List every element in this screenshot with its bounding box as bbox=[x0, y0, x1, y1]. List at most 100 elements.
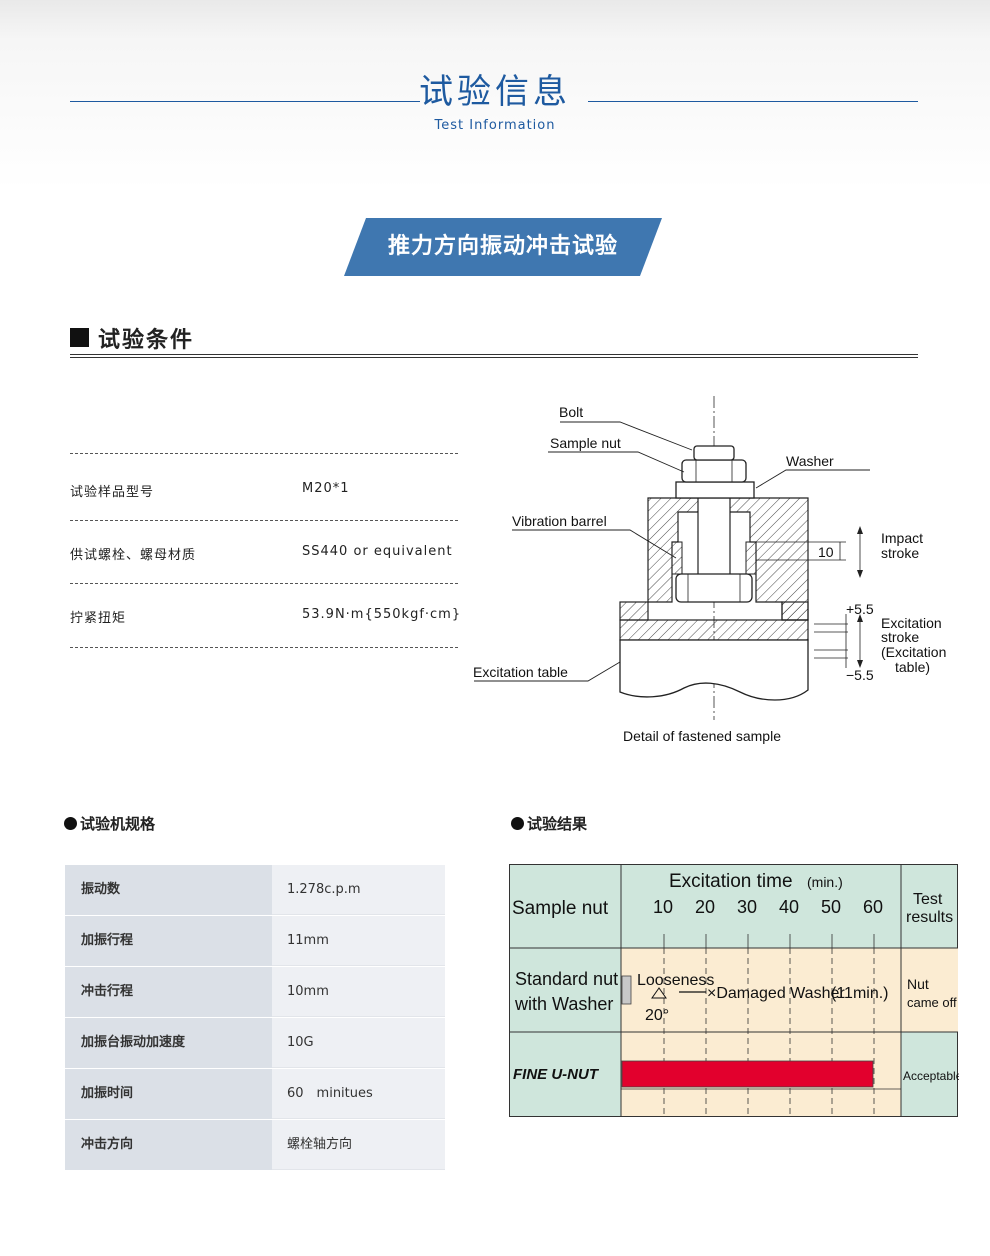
results-drawing: Sample nut Excitation time (min.) Test r… bbox=[509, 864, 963, 1117]
table-row: 加振台振动加速度 10G bbox=[65, 1018, 445, 1069]
spec-label: 振动数 bbox=[65, 865, 272, 915]
table-row: 冲击行程 10mm bbox=[65, 967, 445, 1018]
label-bolt: Bolt bbox=[559, 404, 583, 420]
row1-result-bg bbox=[901, 948, 958, 1032]
sample-nut-shape bbox=[681, 459, 747, 483]
row1-result-1: Nut bbox=[907, 976, 929, 992]
spec-value: 10G bbox=[272, 1018, 445, 1068]
label-plus: +5.5 bbox=[846, 601, 874, 617]
row2-name: FINE U-NUT bbox=[513, 1066, 600, 1083]
label-excitation-table: Excitation table bbox=[473, 664, 568, 680]
square-icon bbox=[70, 328, 89, 347]
conditions-divider bbox=[70, 453, 458, 454]
tick-label: 40 bbox=[779, 897, 799, 917]
label-impact-value: 10 bbox=[818, 544, 834, 560]
condition-value-torque: 53.9N·m{550kgf·cm} bbox=[302, 607, 462, 622]
spec-label: 加振时间 bbox=[65, 1069, 272, 1119]
page-title: 试验信息 bbox=[419, 72, 571, 112]
label-excitation-4: table) bbox=[895, 659, 930, 675]
conditions-divider bbox=[70, 583, 458, 584]
spec-value: 1.278c.p.m bbox=[272, 865, 445, 915]
label-impact-1: Impact bbox=[881, 530, 923, 546]
spec-label: 冲击行程 bbox=[65, 967, 272, 1017]
header-line-left bbox=[70, 101, 420, 102]
spec-value: 60 minitues bbox=[272, 1069, 445, 1119]
row1-bar bbox=[621, 975, 632, 1005]
results-title: 试验结果 bbox=[527, 815, 588, 833]
bolt-shaft bbox=[697, 497, 731, 577]
barrel-foot-right bbox=[781, 601, 809, 621]
row2-bar bbox=[621, 1060, 874, 1088]
tick-label: 10 bbox=[653, 897, 673, 917]
row1-timeline-bg bbox=[621, 948, 901, 1032]
label-minus: −5.5 bbox=[846, 667, 874, 683]
header-result-1: Test bbox=[913, 891, 943, 908]
row1-angle: 20° bbox=[645, 1007, 669, 1024]
label-excitation-2: stroke bbox=[881, 629, 919, 645]
page-subtitle: Test Information bbox=[434, 118, 556, 133]
condition-label-material: 供试螺栓、螺母材质 bbox=[70, 548, 197, 563]
table-row: 加振时间 60 minitues bbox=[65, 1069, 445, 1120]
diagram-caption: Detail of fastened sample bbox=[623, 728, 781, 744]
banner-shape bbox=[344, 218, 662, 276]
spec-heading: 试验机规格 bbox=[64, 813, 155, 834]
header-result-2: results bbox=[906, 909, 953, 926]
bolt-top-shape bbox=[693, 445, 735, 461]
barrel-foot-left bbox=[619, 601, 649, 621]
label-impact-2: stroke bbox=[881, 545, 919, 561]
spec-title: 试验机规格 bbox=[80, 815, 156, 833]
bullet-icon bbox=[64, 817, 77, 830]
excitation-table-shape bbox=[619, 639, 809, 701]
section-banner: 推力方向振动冲击试验 bbox=[344, 218, 662, 276]
heading-rule-bottom bbox=[70, 357, 918, 358]
header-time-unit: (min.) bbox=[807, 874, 843, 890]
barrel-flange bbox=[619, 619, 809, 641]
header-line-right bbox=[588, 101, 918, 102]
row2-result: Acceptable bbox=[903, 1069, 959, 1083]
row1-damaged: ×Damaged Washer bbox=[707, 985, 845, 1002]
diagram-drawing: Bolt Sample nut Washer Vibration barrel … bbox=[473, 396, 946, 744]
label-vibration-barrel: Vibration barrel bbox=[512, 513, 607, 529]
conditions-divider bbox=[70, 647, 458, 648]
spec-label: 加振行程 bbox=[65, 916, 272, 966]
condition-label-torque: 拧紧扭矩 bbox=[70, 611, 127, 626]
row1-time: (11min.) bbox=[831, 985, 889, 1002]
tick-lines bbox=[663, 934, 875, 1116]
spec-label: 加振台振动加速度 bbox=[65, 1018, 272, 1068]
header-time: Excitation time bbox=[669, 871, 793, 892]
tick-label: 20 bbox=[695, 897, 715, 917]
spec-value: 10mm bbox=[272, 967, 445, 1017]
header-sample: Sample nut bbox=[512, 898, 609, 919]
conditions-divider bbox=[70, 520, 458, 521]
spec-label: 冲击方向 bbox=[65, 1120, 272, 1170]
tick-label: 30 bbox=[737, 897, 757, 917]
label-washer: Washer bbox=[786, 453, 834, 469]
conditions-title: 试验条件 bbox=[98, 328, 195, 353]
table-row: 加振行程 11mm bbox=[65, 916, 445, 967]
condition-label-model: 试验样品型号 bbox=[70, 485, 155, 500]
table-row: 振动数 1.278c.p.m bbox=[65, 865, 445, 916]
fastened-sample-diagram: Bolt Sample nut Washer Vibration barrel … bbox=[470, 392, 970, 752]
spec-table: 振动数 1.278c.p.m 加振行程 11mm 冲击行程 10mm 加振台振动… bbox=[65, 865, 445, 1171]
spec-value: 11mm bbox=[272, 916, 445, 966]
tick-label: 60 bbox=[863, 897, 883, 917]
tick-label: 50 bbox=[821, 897, 841, 917]
row1-looseness: Looseness bbox=[637, 972, 714, 989]
table-row: 冲击方向 螺栓轴方向 bbox=[65, 1120, 445, 1171]
spec-value: 螺栓轴方向 bbox=[272, 1120, 445, 1170]
tick-labels: 10 20 30 40 50 60 bbox=[653, 897, 883, 917]
lower-nut bbox=[675, 573, 753, 603]
label-sample-nut: Sample nut bbox=[550, 435, 621, 451]
triangle-icon bbox=[651, 987, 667, 999]
washer-shape bbox=[675, 481, 755, 499]
condition-value-model: M20*1 bbox=[302, 481, 350, 496]
heading-rule-top bbox=[70, 354, 918, 355]
header-band: 试验信息 Test Information bbox=[0, 0, 990, 190]
row1-name-1: Standard nut bbox=[515, 969, 618, 989]
row1-name-2: with Washer bbox=[514, 994, 613, 1014]
inner-ring-right bbox=[745, 541, 757, 575]
inner-ring-left bbox=[671, 541, 683, 575]
results-heading: 试验结果 bbox=[511, 813, 587, 834]
bullet-icon bbox=[511, 817, 524, 830]
label-excitation-3: (Excitation bbox=[881, 644, 946, 660]
